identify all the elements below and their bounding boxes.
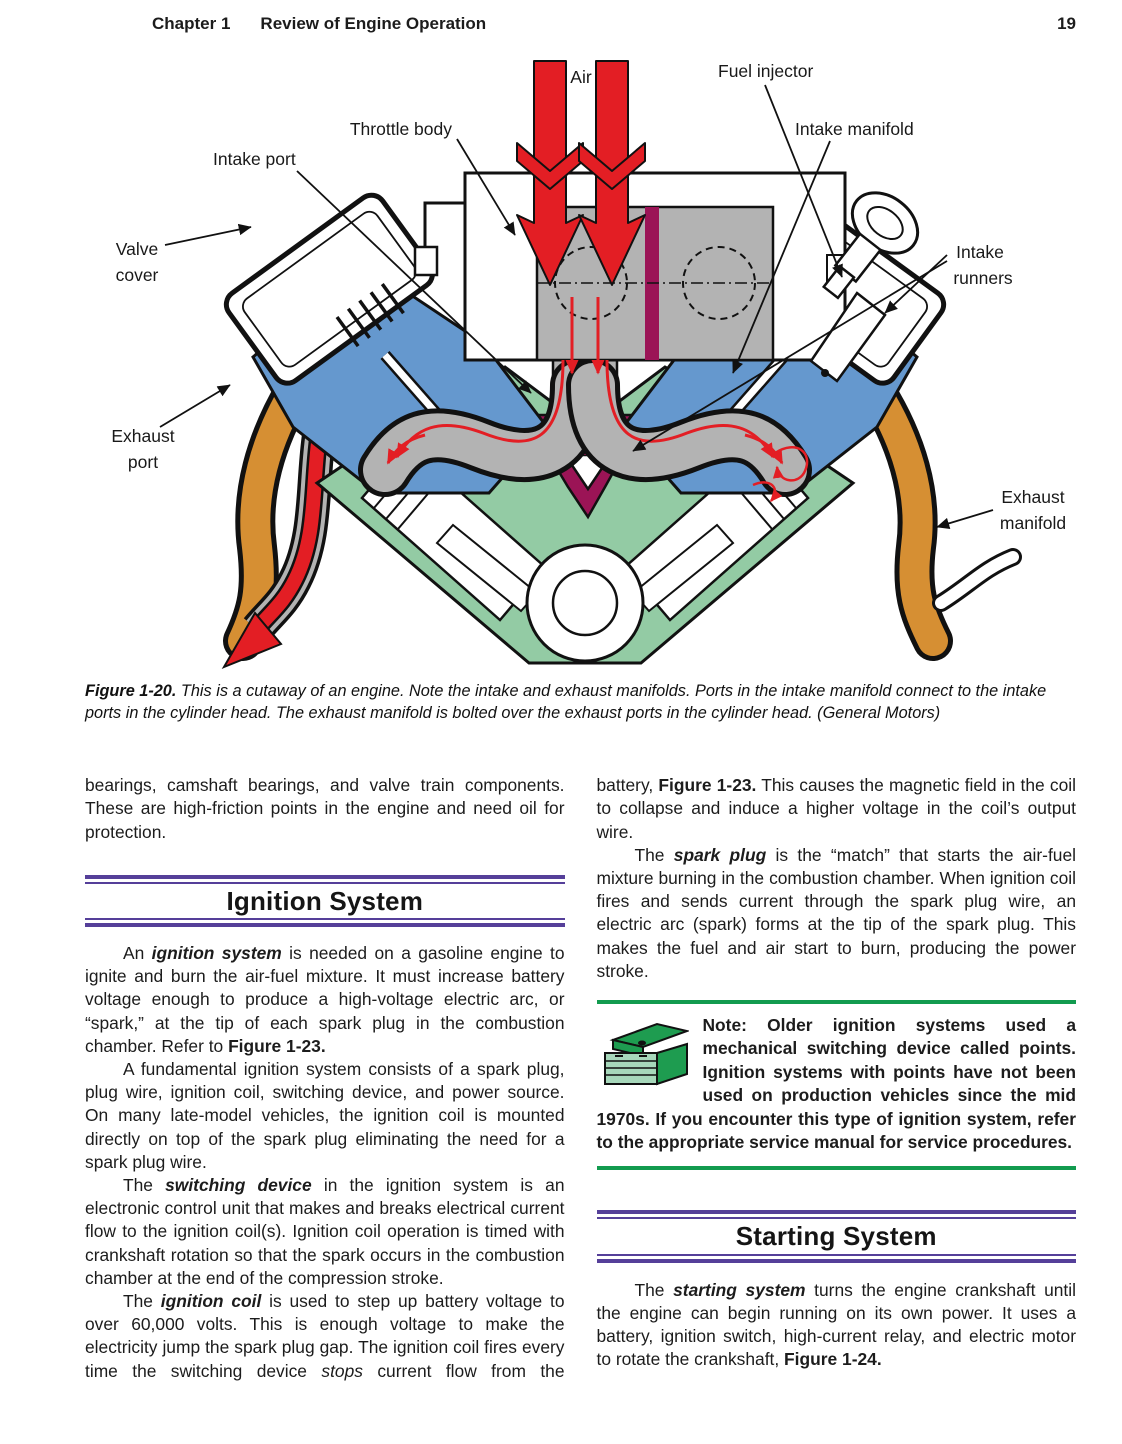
section-heading-ignition: Ignition System xyxy=(85,874,565,927)
air-flow-arrows xyxy=(516,60,646,286)
leader-throttle-body xyxy=(456,138,516,236)
label-exhaust-port: Exhaust port xyxy=(111,426,174,472)
note-text: Note: Older ignition systems used a mech… xyxy=(596,1015,1077,1153)
leader-lines xyxy=(159,84,994,529)
leader-intake-runners-long xyxy=(632,260,948,452)
leader-intake-manifold xyxy=(732,140,831,374)
page-number: 19 xyxy=(1057,14,1076,33)
toolbox-icon xyxy=(603,1022,689,1086)
label-fuel-injector: Fuel injector xyxy=(718,61,813,81)
leader-exhaust-port xyxy=(159,384,231,428)
svg-text:Valve: Valve xyxy=(116,239,158,259)
left-valve-cover-shape xyxy=(223,192,435,386)
svg-text:manifold: manifold xyxy=(1000,513,1066,533)
engine-cutaway-diagram: Air Fuel injector Throttle body Intake m… xyxy=(111,60,1066,670)
leader-valve-cover xyxy=(164,223,252,246)
left-connecting-rod xyxy=(435,523,539,613)
label-intake-port: Intake port xyxy=(213,149,296,169)
figure-caption-text: This is a cutaway of an engine. Note the… xyxy=(85,682,1047,722)
chapter-label: Chapter 1 xyxy=(152,14,231,33)
exhaust-manifold-right-shape xyxy=(853,367,953,661)
page-header: Chapter 1 Review of Engine Operation 19 xyxy=(85,14,1076,34)
svg-text:Exhaust: Exhaust xyxy=(111,426,174,446)
label-air: Air xyxy=(570,67,592,87)
paragraph: The switching device in the ignition sys… xyxy=(85,1175,565,1288)
heater-hose xyxy=(932,548,1022,612)
figure-1-20: Air Fuel injector Throttle body Intake m… xyxy=(85,55,1076,724)
label-exhaust-manifold: Exhaust manifold xyxy=(1000,487,1066,533)
fuel-injector-shape xyxy=(809,191,920,383)
label-throttle-body: Throttle body xyxy=(350,119,452,139)
leader-intake-runners-short xyxy=(884,254,948,314)
leader-intake-port xyxy=(296,170,532,394)
svg-text:Intake: Intake xyxy=(956,242,1004,262)
leader-exhaust-manifold xyxy=(936,509,994,529)
intake-flow-arrows xyxy=(386,297,784,465)
chapter-title: Review of Engine Operation xyxy=(260,14,487,33)
left-column: bearings, camshaft bearings, and valve t… xyxy=(85,774,565,1383)
rule xyxy=(596,1258,1076,1263)
rule xyxy=(85,874,565,879)
rule xyxy=(85,881,565,884)
right-column: battery, Figure 1-23. This causes the ma… xyxy=(596,774,1077,1383)
paragraph: The starting system turns the engine cra… xyxy=(596,1279,1077,1370)
svg-text:Exhaust: Exhaust xyxy=(1001,487,1064,507)
throttle-body-assembly xyxy=(413,171,848,362)
paragraph: The spark plug is the “match” that start… xyxy=(596,844,1077,981)
figure-caption-label: Figure 1-20. xyxy=(85,682,177,700)
crankshaft-bore xyxy=(551,569,619,637)
body-columns: bearings, camshaft bearings, and valve t… xyxy=(85,774,1076,1383)
paragraph: bearings, camshaft bearings, and valve t… xyxy=(85,775,565,842)
cylinder-swirl-arrows xyxy=(752,446,809,503)
svg-text:port: port xyxy=(128,452,158,472)
svg-text:cover: cover xyxy=(116,265,159,285)
paragraph: A fundamental ignition system consists o… xyxy=(85,1059,565,1172)
rule xyxy=(85,923,565,927)
paragraph: battery, Figure 1-23. This causes the ma… xyxy=(596,775,1077,842)
section-heading-starting: Starting System xyxy=(596,1210,1076,1263)
figure-caption: Figure 1-20. This is a cutaway of an eng… xyxy=(85,681,1076,724)
label-valve-cover: Valve cover xyxy=(116,239,159,285)
note-box: Note: Older ignition systems used a mech… xyxy=(596,1000,1077,1171)
paragraph: An ignition system is needed on a gasoli… xyxy=(85,943,565,1056)
rule xyxy=(85,918,565,920)
left-valve-spring xyxy=(335,283,405,348)
label-intake-manifold: Intake manifold xyxy=(795,119,914,139)
right-connecting-rod xyxy=(631,523,735,613)
svg-text:runners: runners xyxy=(953,268,1013,288)
leader-fuel-injector xyxy=(764,84,843,278)
rule xyxy=(596,1217,1076,1220)
paragraph: The ignition coil is used to step up bat… xyxy=(85,1291,565,1381)
section-title: Ignition System xyxy=(226,885,424,916)
section-title: Starting System xyxy=(735,1221,937,1252)
rule xyxy=(596,1253,1076,1256)
rule xyxy=(596,1210,1076,1215)
label-intake-runners: Intake runners xyxy=(953,242,1013,288)
